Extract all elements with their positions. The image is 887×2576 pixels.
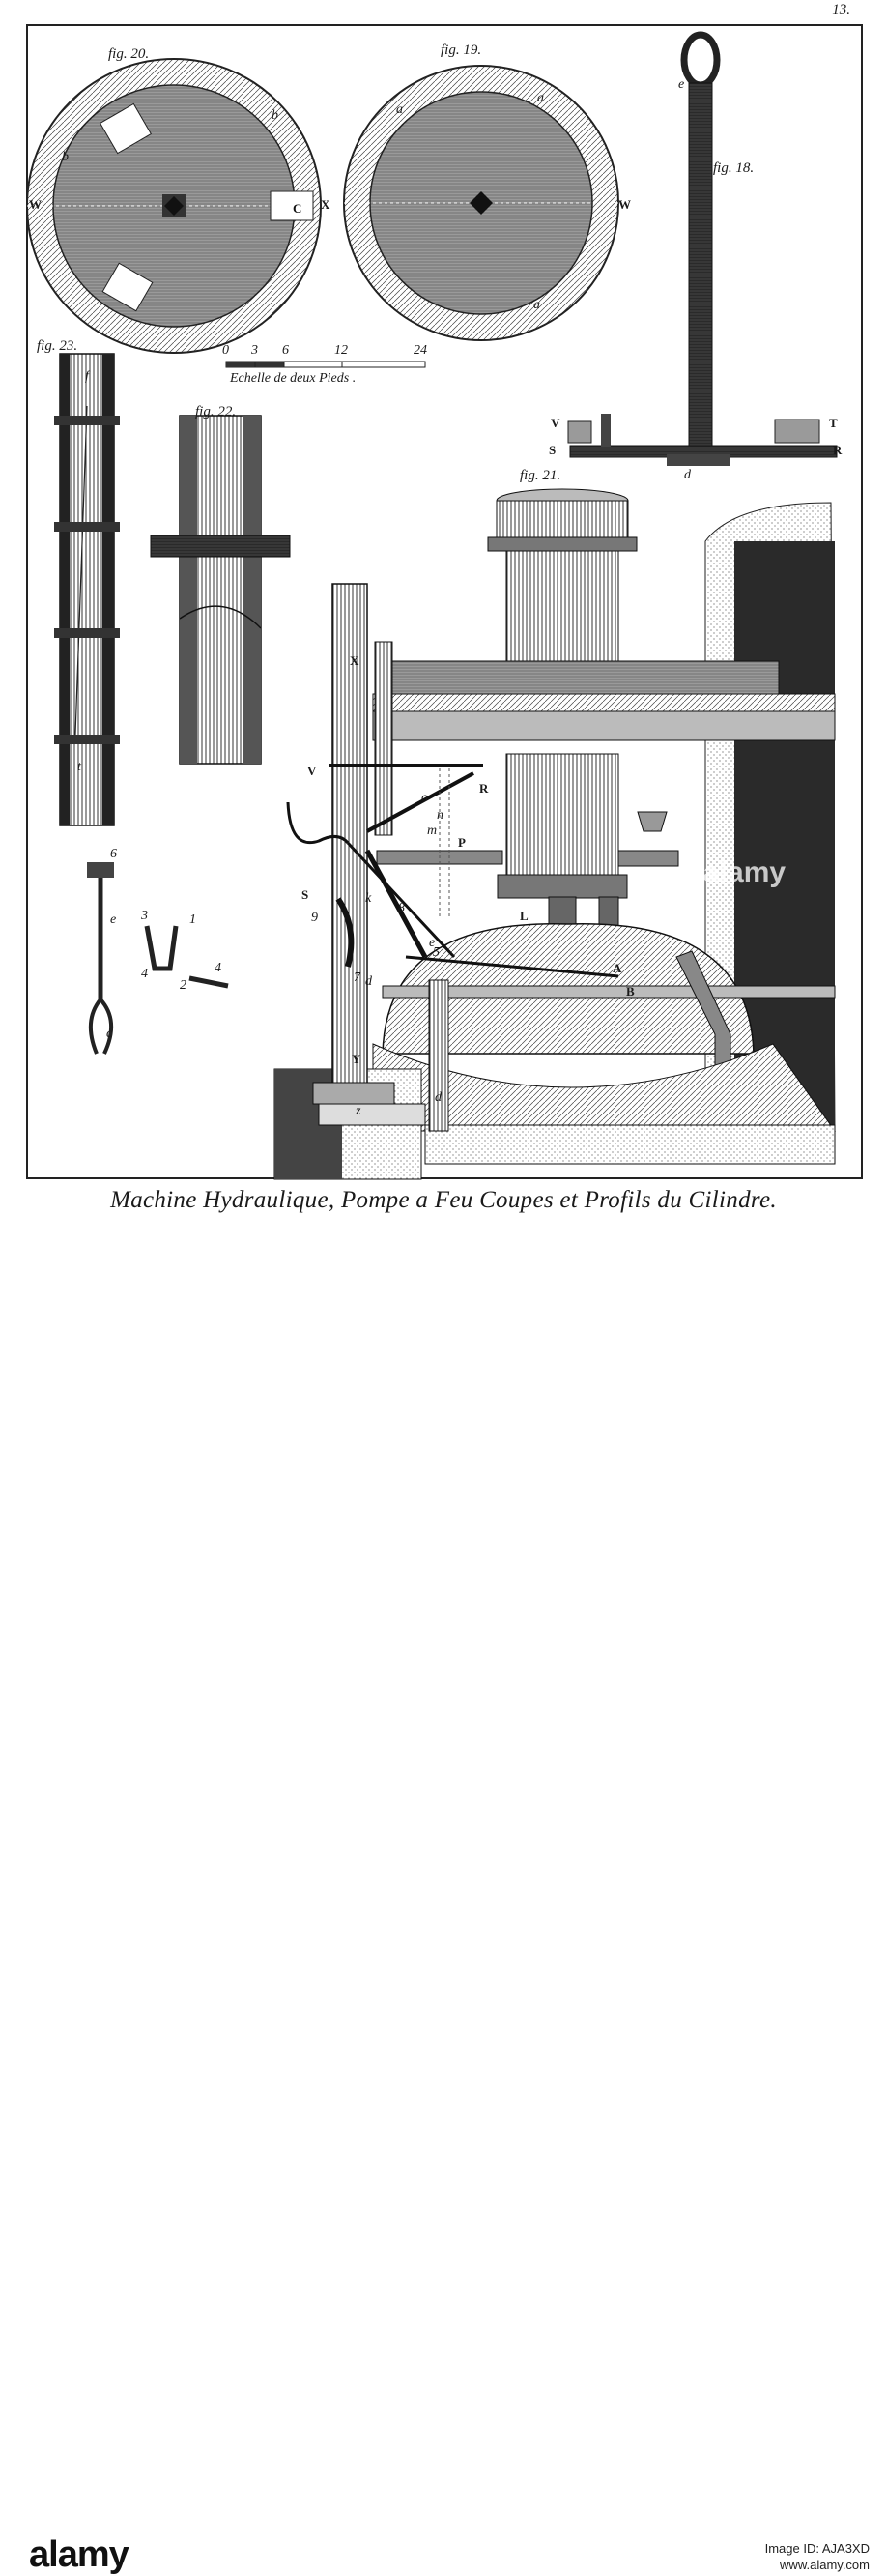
plate-caption: Machine Hydraulique, Pompe a Feu Coupes … [110,1187,777,1213]
letter-b-1: b [272,108,278,123]
fig23-label: fig. 23. [37,338,78,354]
scale-label: Echelle de deux Pieds . [230,371,357,386]
letter-w-right: W [618,197,631,212]
scale-tick-12: 12 [334,343,348,358]
letter-n: n [437,808,444,823]
page-number: 13. [832,2,850,17]
fig22-column [150,415,291,765]
scale-tick-24: 24 [414,343,427,358]
letter-f: f [85,369,89,384]
digit-7: 7 [354,970,360,985]
letter-c-tongs: c [106,1027,113,1041]
letter-y: Y [352,1052,361,1066]
letter-e-link: e [429,936,436,950]
letter-o: o [421,791,428,805]
letter-m: m [427,824,438,838]
digit-3: 3 [141,909,148,923]
letter-b-2: b [62,150,69,164]
site-url[interactable]: www.alamy.com [780,2558,870,2572]
letter-e-tongs: e [110,912,117,927]
letter-x-post: X [350,653,359,668]
fig20-label: fig. 20. [108,46,150,62]
letter-l: L [520,909,529,923]
letter-w-left: W [29,197,42,212]
fig22-label: fig. 22. [195,404,237,420]
scale-tick-3: 3 [251,343,258,358]
letter-v-top: V [551,416,560,430]
letter-k: k [365,891,372,906]
letter-d-post: d [365,974,372,989]
scale-tick-6: 6 [282,343,289,358]
letter-a-valve: A [613,961,622,975]
letter-s-post: S [301,887,309,902]
small-parts [87,862,229,1055]
letter-t-beam: t [77,760,81,774]
letter-r-link: R [479,781,489,796]
scale-bar [225,361,426,368]
letter-a-1: a [396,102,403,117]
fig18-label: fig. 18. [713,160,755,176]
fig18-piston-rod [567,31,838,466]
fig20-disc [26,58,322,354]
digit-9: 9 [311,911,318,925]
letter-c-2: C [293,201,302,216]
letter-c-1: C [122,126,131,140]
fig21-label: fig. 21. [520,468,561,483]
watermark-overlay: alamy [703,856,787,888]
plate-frame [26,24,863,1179]
digit-8: 8 [398,901,405,915]
scale-tick-0: 0 [222,343,229,358]
letter-x-top: X [321,197,330,212]
fig21-fire-engine [273,488,836,1180]
letter-s-top: S [549,443,557,457]
banner-info: Image ID: AJA3XD www.alamy.com [765,2540,870,2573]
digit-6: 6 [110,847,117,861]
digit-4-b: 4 [215,961,221,975]
fig19-disc [343,65,619,341]
fig23-beam [54,353,120,826]
letter-v-post: V [307,764,317,778]
fig19-label: fig. 19. [441,43,482,58]
letter-d-base: d [435,1090,442,1105]
image-id: Image ID: AJA3XD [764,2541,870,2556]
digit-4-a: 4 [141,967,148,981]
letter-c-3: C [132,284,142,299]
engraving-plate: 13. [0,0,887,1257]
letter-e-rod: e [678,77,685,92]
digit-1: 1 [189,912,196,927]
engraving-artwork [26,31,838,1180]
letter-r-top: R [833,443,843,457]
letter-a-2: a [537,91,544,105]
letter-d-rod: d [684,468,691,482]
letter-t-top: T [829,416,838,430]
digit-5: 5 [433,945,440,960]
letter-p: P [458,835,466,850]
brand-logo: alamy [29,2534,129,2575]
letter-a-3: a [533,298,540,312]
stock-banner: alamy Image ID: AJA3XD www.alamy.com [0,1257,887,2575]
letter-z: z [356,1104,361,1118]
letter-b-valve: B [626,984,635,999]
digit-2: 2 [180,978,186,993]
